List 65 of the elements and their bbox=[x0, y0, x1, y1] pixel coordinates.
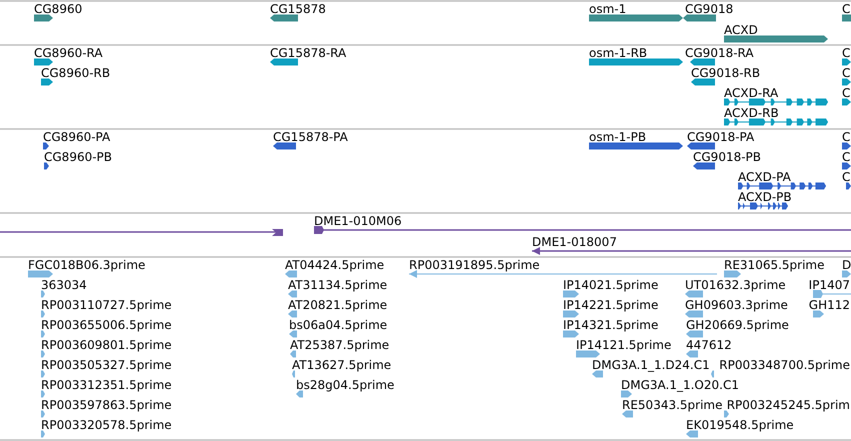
feature-label: RP003655006.5prime bbox=[41, 318, 172, 332]
feature-label: C bbox=[842, 2, 850, 16]
feature-label: IP14021.5prime bbox=[563, 278, 658, 292]
feature-label: DME1-018007 bbox=[532, 235, 617, 249]
feature-label: RE31065.5prime bbox=[724, 258, 824, 272]
feature-label: RP003245245.5prim bbox=[726, 398, 850, 412]
feature-label: C bbox=[842, 170, 850, 184]
feature-label: RP003348700.5prime bbox=[719, 358, 850, 372]
feature-label: AT20821.5prime bbox=[288, 298, 388, 312]
feature-label: AT25387.5prime bbox=[290, 338, 390, 352]
feature-label: C bbox=[842, 66, 850, 80]
feature-label: RP003191895.5prime bbox=[409, 258, 540, 272]
feature-label: IP1407 bbox=[808, 278, 850, 292]
feature-label: DMG3A.1_1.O20.C1 bbox=[621, 378, 739, 392]
feature-label: C bbox=[842, 86, 850, 100]
feature-label: CG8960-PB bbox=[44, 150, 112, 164]
feature-label: RP003110727.5prime bbox=[41, 298, 172, 312]
feature-label: CG15878-PA bbox=[273, 130, 348, 144]
feature-label: CG8960-RB bbox=[41, 66, 110, 80]
feature-label: RP003505327.5prime bbox=[41, 358, 172, 372]
feature-label: RP003597863.5prime bbox=[41, 398, 172, 412]
feature-label: bs06a04.5prime bbox=[289, 318, 388, 332]
feature-label: CG9018-RA bbox=[685, 46, 754, 60]
feature-label: C bbox=[842, 46, 850, 60]
feature-label: osm-1-PB bbox=[589, 130, 646, 144]
feature-label: ACXD-RA bbox=[724, 86, 778, 100]
feature-label: GH20669.5prime bbox=[686, 318, 789, 332]
feature-label: CG15878-RA bbox=[270, 46, 346, 60]
feature-label: CG9018-PB bbox=[693, 150, 762, 164]
feature-label: GH09603.3prime bbox=[685, 298, 788, 312]
feature-label: RE50343.5prime bbox=[622, 398, 722, 412]
feature-label: CG15878 bbox=[270, 2, 326, 16]
feature-label: RP003320578.5prime bbox=[41, 418, 172, 432]
feature-label: AT13627.5prime bbox=[292, 358, 392, 372]
feature-label: osm-1-RB bbox=[589, 46, 648, 60]
feature-label: C bbox=[842, 130, 850, 144]
feature-label: ACXD bbox=[724, 23, 758, 37]
feature-label: ACXD-RB bbox=[724, 106, 779, 120]
feature-label: ACXD-PB bbox=[738, 190, 792, 204]
feature-label: IP14121.5prime bbox=[576, 338, 672, 352]
feature-label: CG9018-RB bbox=[691, 66, 760, 80]
feature-label: CG8960 bbox=[34, 2, 82, 16]
feature-label: RP003609801.5prime bbox=[41, 338, 172, 352]
feature-label: AT31134.5prime bbox=[288, 278, 388, 292]
feature-label: ACXD-PA bbox=[738, 170, 791, 184]
feature-label: osm-1 bbox=[589, 2, 626, 16]
feature-label: bs28g04.5prime bbox=[296, 378, 394, 392]
feature-label: EK019548.5prime bbox=[686, 418, 794, 432]
feature-label: C bbox=[842, 150, 850, 164]
feature-label: CG8960-RA bbox=[34, 46, 103, 60]
feature-label: CG9018 bbox=[685, 2, 734, 16]
feature-label: FGC018B06.3prime bbox=[28, 258, 146, 272]
feature-label: UT01632.3prime bbox=[685, 278, 786, 292]
feature-label: DME1-010M06 bbox=[314, 214, 402, 228]
feature-label: CG8960-PA bbox=[43, 130, 110, 144]
feature-label: AT04424.5prime bbox=[285, 258, 384, 272]
feature-label: IP14321.5prime bbox=[563, 318, 658, 332]
feature-label: RP003312351.5prime bbox=[41, 378, 172, 392]
feature-label: CG9018-PA bbox=[687, 130, 754, 144]
feature-label: 363034 bbox=[41, 278, 87, 292]
feature-label: DMG3A.1_1.D24.C1 bbox=[592, 358, 710, 372]
feature-label: 447612 bbox=[686, 338, 732, 352]
feature-label: D bbox=[842, 258, 851, 272]
feature-label: GH112 bbox=[808, 298, 850, 312]
feature-label: IP14221.5prime bbox=[563, 298, 658, 312]
